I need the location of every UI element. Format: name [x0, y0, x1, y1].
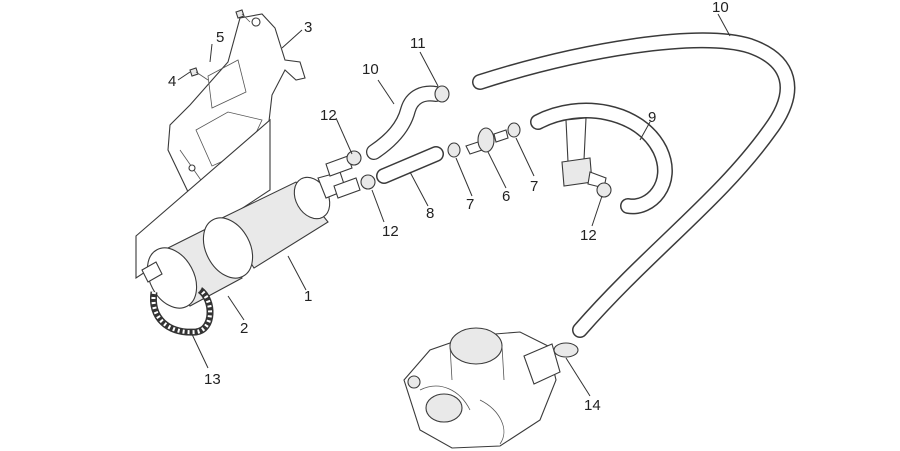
callout-10-long: 10 [712, 0, 729, 16]
callout-9: 9 [648, 109, 656, 126]
callout-7-right: 7 [530, 178, 538, 195]
callout-1: 1 [304, 288, 312, 305]
hose-feed [376, 146, 444, 184]
callout-12-upper: 12 [320, 107, 337, 124]
hose-vacuum [530, 102, 673, 215]
clip-upper [346, 150, 362, 166]
pump-outlet-fittings [325, 155, 361, 199]
fuel-filter [465, 127, 509, 155]
fuel-pump [135, 118, 347, 309]
callout-7-left: 7 [466, 196, 474, 213]
bolt-lower [189, 67, 209, 81]
callout-4: 4 [168, 73, 176, 90]
callout-2: 2 [240, 320, 248, 337]
hose-clip-14 [553, 342, 579, 358]
callout-8: 8 [426, 205, 434, 222]
clip-7-left [447, 142, 461, 158]
clip-7-right [507, 122, 521, 138]
callout-13: 13 [204, 371, 221, 388]
bolt-upper [235, 9, 251, 23]
callout-6: 6 [502, 188, 510, 205]
callout-12-lower: 12 [382, 223, 399, 240]
hose-return [366, 85, 444, 160]
callout-5: 5 [216, 29, 224, 46]
clip-lower [360, 174, 376, 190]
callout-10-short: 10 [362, 61, 379, 78]
hose-main [472, 32, 796, 338]
carburetor [403, 327, 561, 449]
clip-12-right [596, 182, 612, 198]
callout-14: 14 [584, 397, 601, 414]
mounting-bracket [167, 13, 306, 197]
band-clamp [149, 287, 214, 336]
callout-3: 3 [304, 19, 312, 36]
clip-11 [434, 85, 450, 103]
callout-12-right: 12 [580, 227, 597, 244]
callout-11: 11 [410, 35, 426, 52]
fuel-tap [561, 117, 607, 189]
leader-lines [177, 13, 731, 397]
